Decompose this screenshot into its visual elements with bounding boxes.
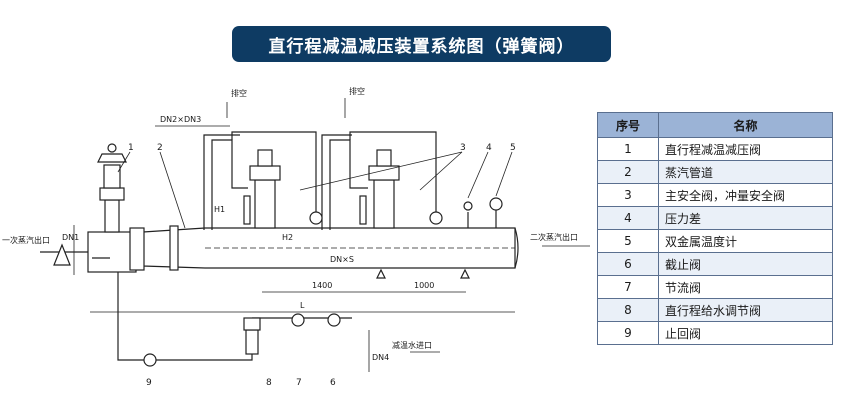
legend-header-no: 序号 (597, 112, 659, 138)
callout-3: 3 (460, 143, 466, 153)
dimension-1000: 1000 (414, 281, 434, 290)
dn1-label: DN1 (62, 233, 79, 242)
callout-5: 5 (510, 143, 516, 153)
legend-no: 4 (597, 206, 659, 230)
legend-name: 主安全阀，冲量安全阀 (658, 183, 833, 207)
exhaust-label: 排空 (231, 88, 247, 98)
legend-no: 5 (597, 229, 659, 253)
legend-no: 3 (597, 183, 659, 207)
page-title-text: 直行程减温减压装置系统图（弹簧阀） (268, 36, 575, 57)
outlet-label: 二次蒸汽出口 (530, 232, 578, 242)
legend-no: 9 (597, 321, 659, 345)
reducing-valve-body (87, 231, 137, 273)
legend-name: 截止阀 (658, 252, 833, 276)
h1-label: H1 (214, 205, 225, 214)
legend-header: 序号 名称 (597, 112, 833, 138)
dn4-label: DN4 (372, 353, 389, 362)
legend-no: 1 (597, 137, 659, 161)
safety-valve-1 (254, 179, 276, 229)
legend-name: 蒸汽管道 (658, 160, 833, 184)
legend-no: 2 (597, 160, 659, 184)
legend-header-name: 名称 (658, 112, 833, 138)
page-title: 直行程减温减压装置系统图（弹簧阀） (232, 26, 611, 62)
callout-7: 7 (296, 378, 302, 388)
callout-2: 2 (157, 143, 163, 153)
exhaust-label-2: 排空 (349, 86, 365, 96)
legend-name: 直行程减温减压阀 (658, 137, 833, 161)
legend-no: 7 (597, 275, 659, 299)
dimension-1400: 1400 (312, 281, 332, 290)
dn-span-label: DN2×DN3 (160, 115, 201, 124)
legend-no: 6 (597, 252, 659, 276)
legend-name: 双金属温度计 (658, 229, 833, 253)
h2-label: H2 (282, 233, 293, 242)
callout-8: 8 (266, 378, 272, 388)
length-label: L (300, 301, 305, 310)
callout-1: 1 (128, 143, 134, 153)
legend-name: 节流阀 (658, 275, 833, 299)
inlet-label: 一次蒸汽出口 (2, 235, 50, 245)
legend-name: 压力差 (658, 206, 833, 230)
dn5-label: DN×S (330, 255, 354, 264)
callout-4: 4 (486, 143, 492, 153)
legend-no: 8 (597, 298, 659, 322)
callout-9: 9 (146, 378, 152, 388)
water-inlet-label: 减温水进口 (392, 340, 432, 350)
legend-name: 直行程给水调节阀 (658, 298, 833, 322)
callout-6: 6 (330, 378, 336, 388)
safety-valve-2 (373, 179, 395, 229)
legend-name: 止回阀 (658, 321, 833, 345)
